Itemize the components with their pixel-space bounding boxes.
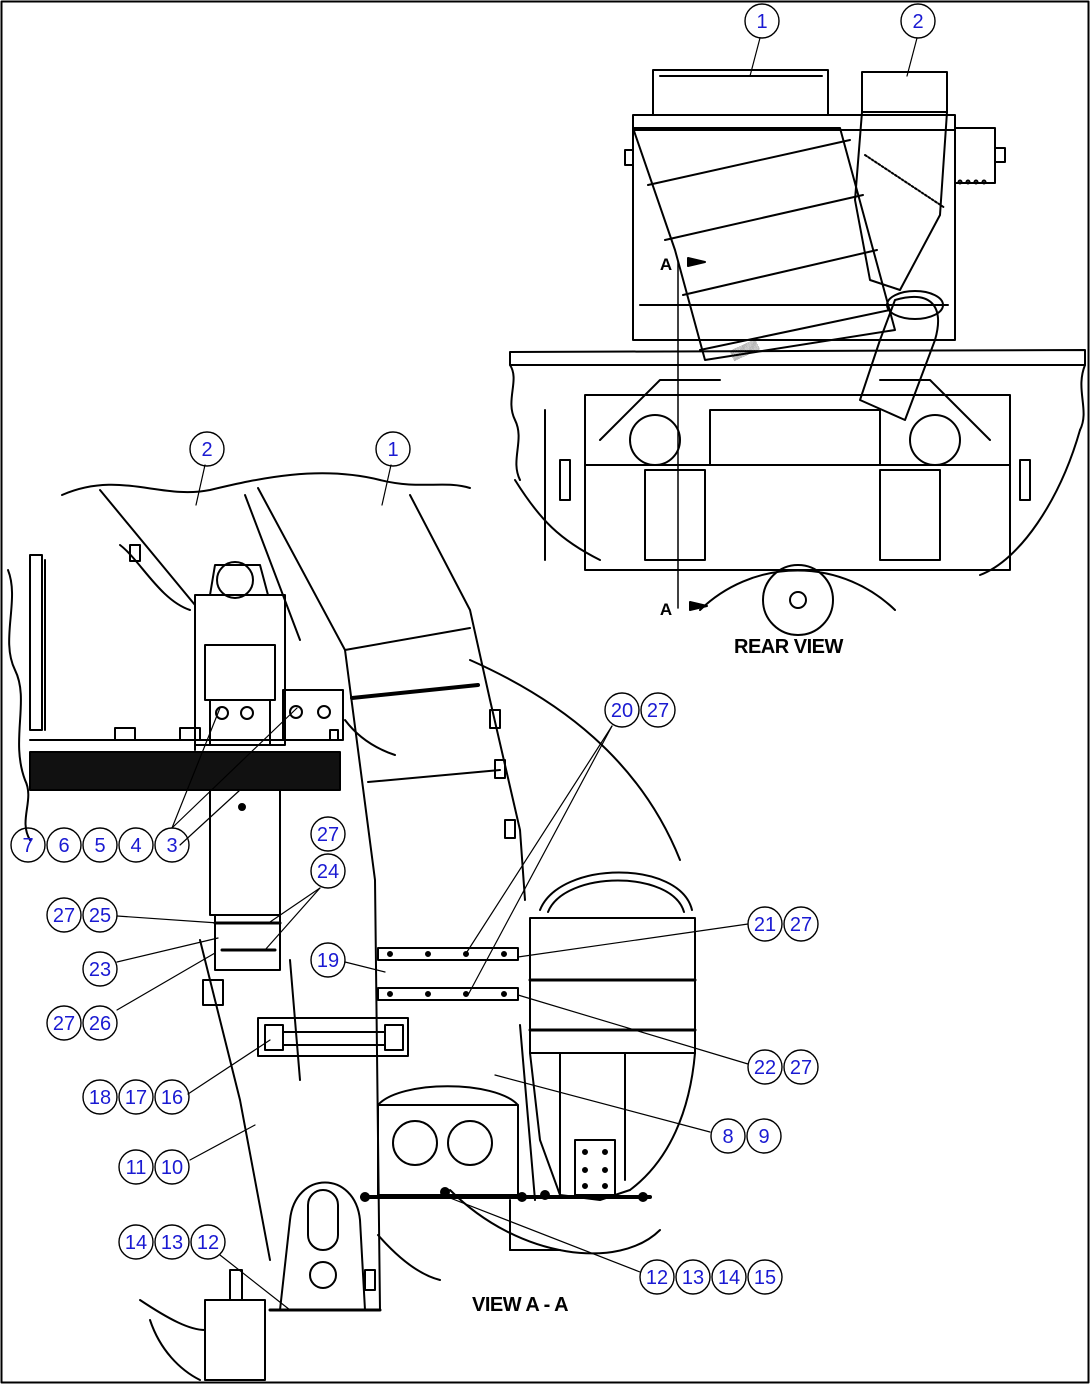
callout-5: 5: [94, 835, 105, 857]
rear-cabinet: [632, 114, 956, 341]
callout-1-view: 1: [387, 439, 398, 461]
callout-1-rear: 1: [756, 11, 767, 33]
svg-text:▒▒▒▒: ▒▒▒▒: [729, 338, 761, 361]
callout-2-view: 2: [201, 439, 212, 461]
callout-27-d: 27: [647, 700, 669, 722]
callout-10: 10: [161, 1157, 183, 1179]
callout-22: 22: [754, 1057, 776, 1079]
rear-view-label: REAR VIEW: [734, 636, 843, 658]
callout-13-b: 13: [682, 1267, 704, 1289]
callout-27-c: 27: [53, 1013, 75, 1035]
duct-2-top: [861, 71, 948, 113]
section-markers: A A: [660, 255, 672, 619]
callout-21: 21: [754, 914, 776, 936]
callout-3: 3: [166, 835, 177, 857]
callout-7: 7: [22, 835, 33, 857]
view-aa-label: VIEW A - A: [472, 1294, 569, 1316]
callout-14-b: 14: [718, 1267, 740, 1289]
callout-18: 18: [89, 1087, 111, 1109]
callout-13-a: 13: [161, 1232, 183, 1254]
callout-25: 25: [89, 905, 111, 927]
callout-27-e: 27: [790, 914, 812, 936]
callout-27-a: 27: [317, 824, 339, 846]
callout-8: 8: [722, 1126, 733, 1148]
callout-9: 9: [758, 1126, 769, 1148]
rear-view-drawing: ▒▒▒▒: [509, 69, 1086, 636]
callout-16: 16: [161, 1087, 183, 1109]
section-marker-a-bottom: A: [660, 600, 672, 619]
callout-27-b: 27: [53, 905, 75, 927]
callout-17: 17: [125, 1087, 147, 1109]
leader-lines: [116, 37, 918, 1311]
callout-numbers: 1 2 2 1 7 6 5 4 3 27 24 27 25 23 27 26 1…: [22, 11, 923, 1289]
callout-20: 20: [611, 700, 633, 722]
callout-circles: [10, 3, 936, 1295]
callout-12-b: 12: [646, 1267, 668, 1289]
frame-beam: [29, 751, 341, 791]
callout-14-a: 14: [125, 1232, 147, 1254]
view-aa-drawing: [7, 472, 697, 1381]
callout-24: 24: [317, 861, 339, 883]
callout-6: 6: [58, 835, 69, 857]
callout-4: 4: [130, 835, 141, 857]
section-marker-a-top: A: [660, 255, 672, 274]
callout-2-rear: 2: [912, 11, 923, 33]
callout-19: 19: [317, 950, 339, 972]
callout-26: 26: [89, 1013, 111, 1035]
callout-27-f: 27: [790, 1057, 812, 1079]
callout-11: 11: [126, 1157, 147, 1179]
callout-23: 23: [89, 959, 111, 981]
callout-15: 15: [754, 1267, 776, 1289]
callout-12-a: 12: [197, 1232, 219, 1254]
